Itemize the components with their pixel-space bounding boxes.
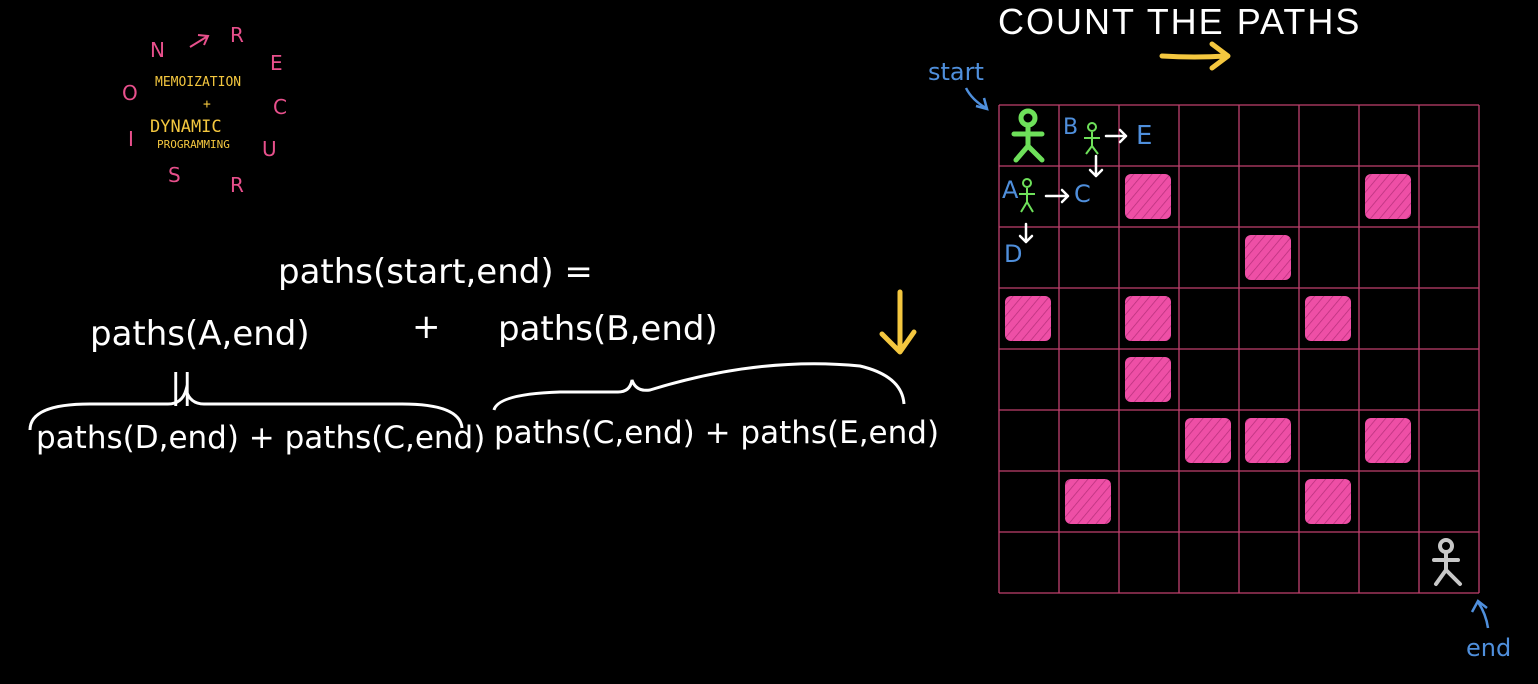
formula-equals: || bbox=[170, 367, 193, 407]
logo-dynamic: DYNAMIC bbox=[150, 117, 222, 137]
logo-letter: R bbox=[230, 173, 244, 197]
logo-letter: O bbox=[122, 81, 138, 105]
arrow-b-to-c-icon bbox=[1088, 154, 1104, 178]
logo-letter: R bbox=[230, 23, 244, 47]
blocked-cell bbox=[1005, 296, 1051, 341]
logo-arrow-icon bbox=[189, 34, 210, 48]
label-b: B bbox=[1063, 115, 1078, 140]
blocked-cell bbox=[1305, 296, 1351, 341]
label-a: A bbox=[1002, 176, 1019, 204]
blocked-cell bbox=[1065, 479, 1111, 524]
arrow-to-e-icon bbox=[1104, 128, 1128, 144]
logo-plus: + bbox=[203, 97, 211, 112]
label-e: E bbox=[1136, 121, 1152, 151]
formula-right-expansion: paths(C,end) + paths(E,end) bbox=[494, 415, 939, 451]
blocked-cell bbox=[1185, 418, 1231, 463]
blocked-cell bbox=[1125, 174, 1171, 219]
start-arrow-icon bbox=[964, 87, 989, 111]
blocked-cell bbox=[1305, 479, 1351, 524]
formula-left: paths(A,end) bbox=[90, 314, 310, 354]
logo-letter: S bbox=[168, 163, 181, 187]
label-end: end bbox=[1466, 634, 1511, 662]
page-title: COUNT THE PATHS bbox=[998, 1, 1361, 42]
label-d: D bbox=[1004, 240, 1022, 268]
formula-left-expansion: paths(D,end) + paths(C,end) bbox=[36, 420, 485, 456]
formula-top: paths(start,end) = bbox=[278, 252, 593, 292]
left-brace bbox=[28, 384, 464, 431]
logo-letter: N bbox=[150, 38, 165, 62]
start-figure-icon bbox=[1011, 108, 1045, 163]
logo-letter: E bbox=[270, 51, 283, 75]
right-arrow-icon bbox=[1159, 41, 1231, 71]
logo-letter: U bbox=[262, 137, 277, 161]
grid bbox=[998, 104, 1480, 594]
label-c: C bbox=[1074, 180, 1091, 208]
blocked-cell bbox=[1125, 357, 1171, 402]
blocked-cell bbox=[1245, 418, 1291, 463]
logo: N R E C U R S I O MEMOIZATION + DYNAMIC … bbox=[122, 23, 287, 197]
blocked-cell bbox=[1365, 418, 1411, 463]
logo-memoization: MEMOIZATION bbox=[155, 75, 241, 90]
end-figure-icon bbox=[1432, 538, 1462, 586]
right-brace bbox=[492, 362, 906, 411]
formula-right: paths(B,end) bbox=[498, 309, 718, 349]
formula-plus: + bbox=[412, 307, 441, 347]
figure-a-icon bbox=[1019, 178, 1035, 213]
logo-letter: I bbox=[128, 127, 134, 151]
label-start: start bbox=[928, 58, 984, 86]
logo-programming: PROGRAMMING bbox=[157, 138, 230, 151]
end-arrow-icon bbox=[1470, 599, 1490, 629]
blocked-cell bbox=[1245, 235, 1291, 280]
arrow-a-to-c-icon bbox=[1044, 188, 1070, 204]
recurrence-formula: paths(start,end) = paths(A,end) + paths(… bbox=[28, 252, 939, 456]
down-arrow-icon bbox=[879, 289, 917, 355]
blocked-cell bbox=[1125, 296, 1171, 341]
arrow-to-d-icon bbox=[1018, 222, 1034, 244]
blocked-cell bbox=[1365, 174, 1411, 219]
logo-letter: C bbox=[273, 95, 287, 119]
figure-b-icon bbox=[1084, 122, 1100, 155]
